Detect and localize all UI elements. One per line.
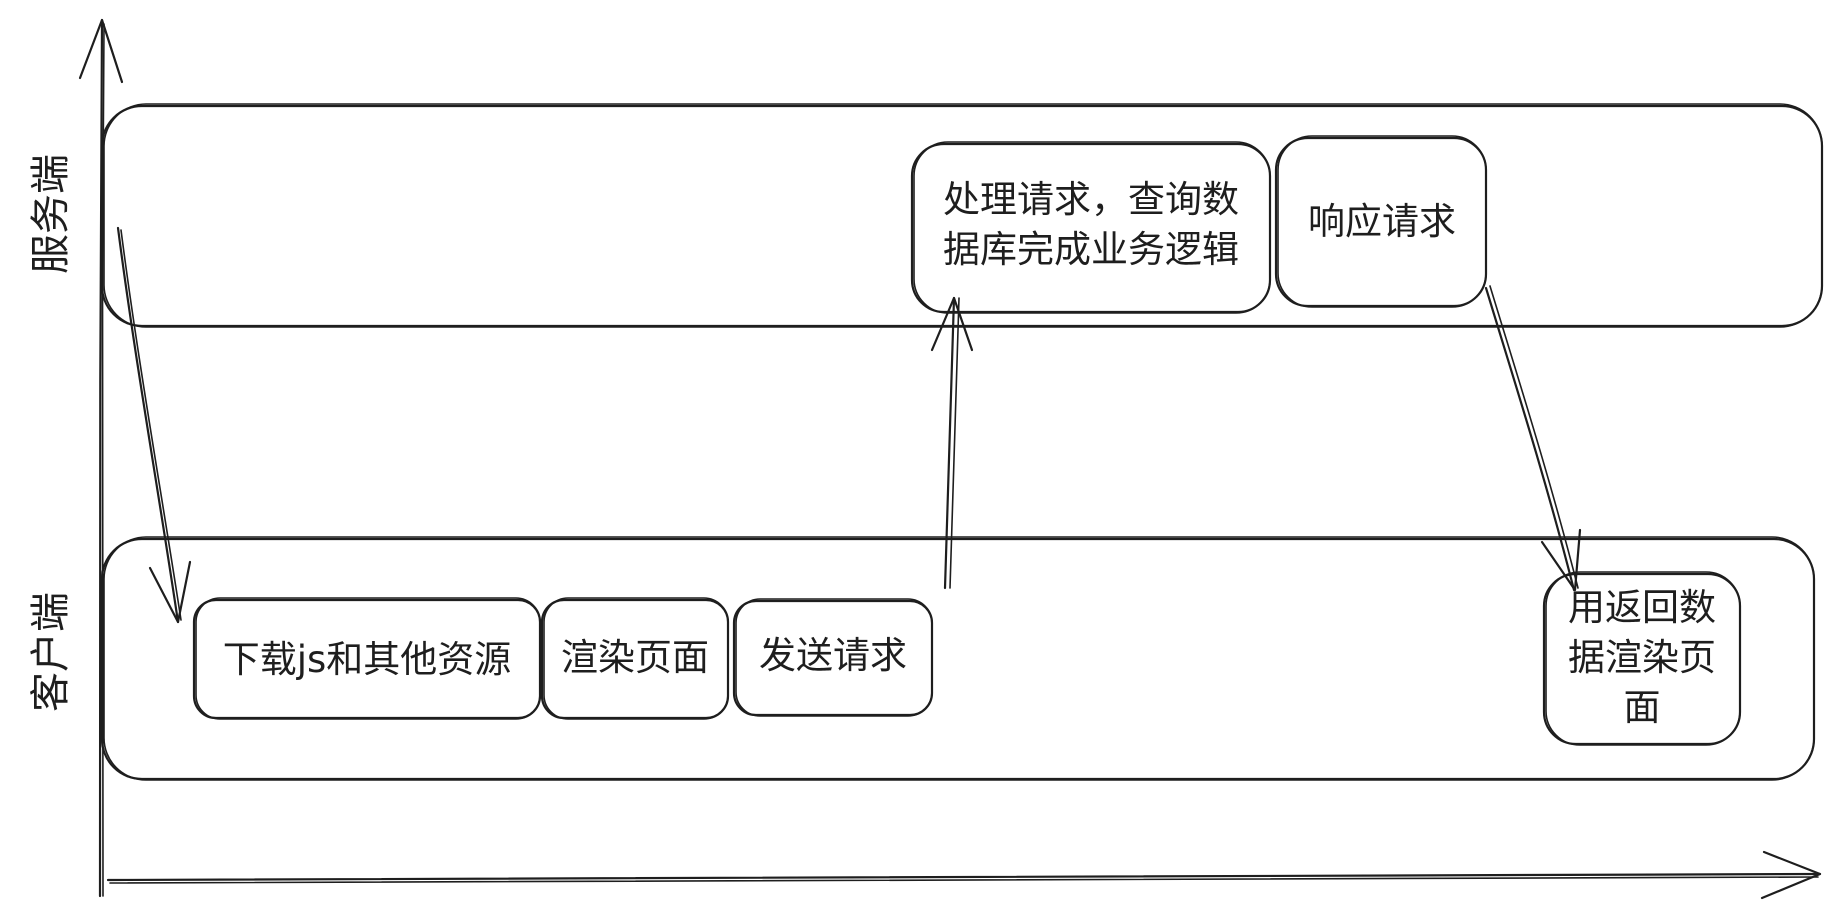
x-axis [106,850,1822,900]
node-render-with-data: 用返回数 据渲染页 面 [1542,571,1742,746]
node-download-resources: 下载js和其他资源 [192,597,542,720]
node-send-request: 发送请求 [732,598,934,717]
node-process-request: 处理请求，查询数 据库完成业务逻辑 [910,141,1272,314]
node-send-request-text: 发送请求 [759,634,907,677]
node-render-with-data-line-1: 用返回数 [1568,586,1716,629]
node-respond-request-text: 响应请求 [1308,200,1456,243]
node-download-resources-text: 下载js和其他资源 [223,638,512,681]
server-lane-label: 服务端 [28,154,74,274]
client-lane: 客户端 [28,536,1816,781]
arrow-server-to-download [116,226,192,624]
node-process-request-line-1: 处理请求，查询数 [943,178,1239,221]
arrow-send-to-process [930,296,974,590]
node-render-with-data-line-2: 据渲染页 [1568,636,1716,679]
node-process-request-line-2: 据库完成业务逻辑 [943,228,1239,271]
node-respond-request: 响应请求 [1274,135,1488,308]
server-lane: 服务端 [28,103,1824,328]
client-lane-label: 客户端 [28,592,74,712]
node-render-page: 渲染页面 [540,597,730,720]
arrow-respond-to-render [1484,285,1582,592]
node-render-page-text: 渲染页面 [561,636,709,679]
node-render-with-data-line-3: 面 [1624,686,1661,729]
